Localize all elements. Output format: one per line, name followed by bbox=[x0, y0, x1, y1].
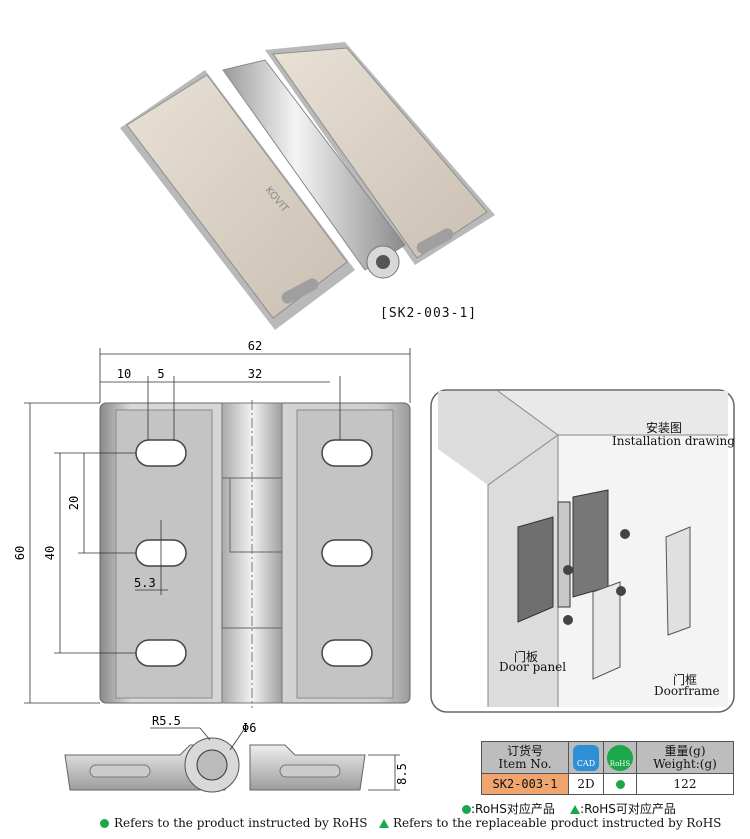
frame-label-en: Doorframe bbox=[654, 684, 720, 698]
door-label-cn: 门板 bbox=[514, 650, 539, 664]
dim-width: 62 bbox=[248, 339, 262, 353]
door-label-en: Door panel bbox=[499, 660, 567, 674]
dim-center: 32 bbox=[248, 367, 262, 381]
front-view-drawing: 62 10 5 32 60 40 20 5.3 bbox=[13, 339, 411, 708]
install-title-cn: 安装图 bbox=[646, 421, 683, 435]
dim-slotw: 5.3 bbox=[134, 576, 156, 590]
rohs-triangle-icon bbox=[570, 805, 581, 814]
spec-table: 订货号 Item No. CAD RoHS 重量(g) Weight:(g) S… bbox=[481, 741, 734, 795]
photo-caption: [SK2-003-1] bbox=[380, 306, 478, 321]
rohs-triangle-icon bbox=[378, 819, 389, 828]
installation-panel bbox=[430, 389, 735, 713]
header-item-no-en: Item No. bbox=[498, 756, 552, 771]
rohs-dot-icon bbox=[462, 805, 471, 814]
cad-icon: CAD bbox=[573, 744, 599, 771]
frame-label-cn: 门框 bbox=[673, 673, 698, 687]
rohs-dot-icon bbox=[100, 819, 109, 828]
dim-left: 10 bbox=[117, 367, 131, 381]
header-item-no: 订货号 Item No. bbox=[481, 741, 569, 774]
cad-icon-label: CAD bbox=[576, 758, 596, 768]
legend-cn: :RoHS对应产品 :RoHS可对应产品 bbox=[462, 800, 676, 817]
weight-value: 122 bbox=[636, 773, 734, 795]
dim-pitch40: 40 bbox=[43, 546, 57, 560]
legend-en-tri: Refers to the replaceable product instru… bbox=[392, 816, 722, 830]
header-weight: 重量(g) Weight:(g) bbox=[636, 741, 734, 774]
dim-thick: 8.5 bbox=[395, 763, 409, 785]
cad-value: 2D bbox=[568, 773, 604, 795]
header-item-no-cn: 订货号 bbox=[506, 743, 543, 758]
legend-cn-dot: :RoHS对应产品 bbox=[471, 802, 555, 816]
hinge-photo: KOVIT bbox=[120, 42, 495, 330]
rohs-icon-label: RoHS bbox=[609, 759, 631, 768]
item-no-value: SK2-003-1 bbox=[481, 773, 569, 795]
dim-height: 60 bbox=[13, 546, 27, 560]
legend-cn-tri: :RoHS可对应产品 bbox=[580, 802, 676, 816]
rohs-dot-icon bbox=[615, 780, 625, 789]
legend-en: Refers to the product instructed by RoHS… bbox=[100, 816, 721, 830]
rohs-value bbox=[603, 773, 637, 795]
header-rohs: RoHS bbox=[603, 741, 637, 774]
dim-pitch20: 20 bbox=[67, 496, 81, 510]
legend-en-dot: Refers to the product instructed by RoHS bbox=[114, 816, 368, 830]
header-weight-cn: 重量(g) bbox=[664, 743, 706, 758]
dim-radius: R5.5 bbox=[152, 714, 181, 728]
dim-phi: Φ6 bbox=[242, 721, 256, 735]
header-weight-en: Weight:(g) bbox=[653, 756, 717, 771]
header-cad: CAD bbox=[568, 741, 604, 774]
install-title-en: Installation drawing bbox=[612, 434, 735, 448]
rohs-icon: RoHS bbox=[607, 744, 633, 771]
side-view-drawing: R5.5 Φ6 8.5 bbox=[64, 714, 409, 793]
dim-slot: 5 bbox=[157, 367, 164, 381]
